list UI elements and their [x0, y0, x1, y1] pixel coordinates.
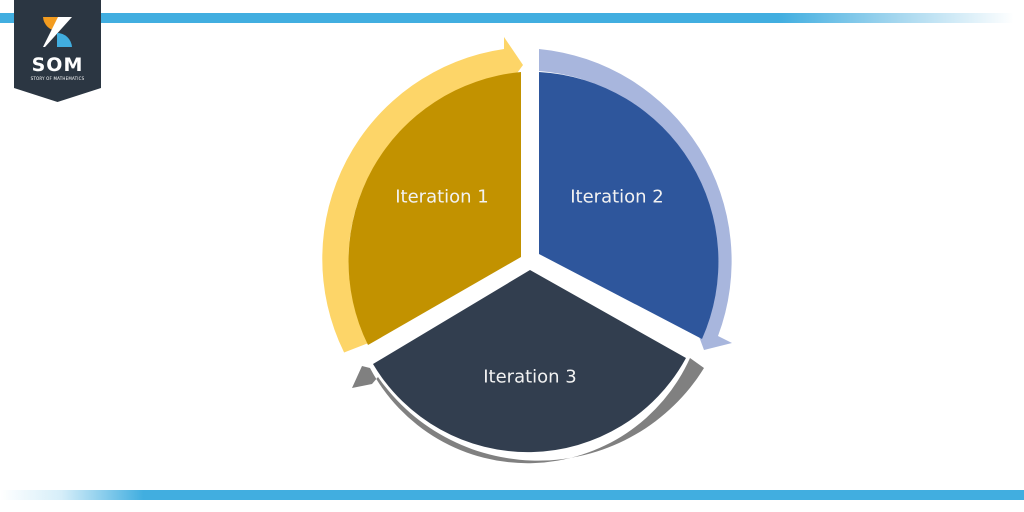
logo-title: SOM — [31, 54, 84, 76]
sector-iteration-2 — [539, 72, 719, 339]
label-iteration-3: Iteration 3 — [483, 366, 577, 388]
cycle-arrow-2 — [539, 49, 732, 350]
label-iteration-1: Iteration 1 — [395, 186, 489, 208]
top-accent-bar — [0, 13, 1024, 23]
segment-iteration-2 — [539, 49, 732, 350]
label-iteration-2: Iteration 2 — [570, 186, 664, 208]
logo-subtitle: STORY OF MATHEMATICS — [30, 76, 85, 81]
som-logo-badge — [14, 0, 101, 102]
cycle-arrow-3 — [352, 358, 704, 464]
segment-iteration-3 — [352, 270, 704, 464]
cycle-arrow-1 — [322, 37, 523, 353]
som-logo-icon — [43, 17, 72, 47]
segment-iteration-1 — [322, 37, 523, 353]
sector-iteration-1 — [348, 72, 521, 345]
sector-iteration-3 — [373, 270, 686, 453]
bottom-accent-bar — [0, 490, 1024, 500]
